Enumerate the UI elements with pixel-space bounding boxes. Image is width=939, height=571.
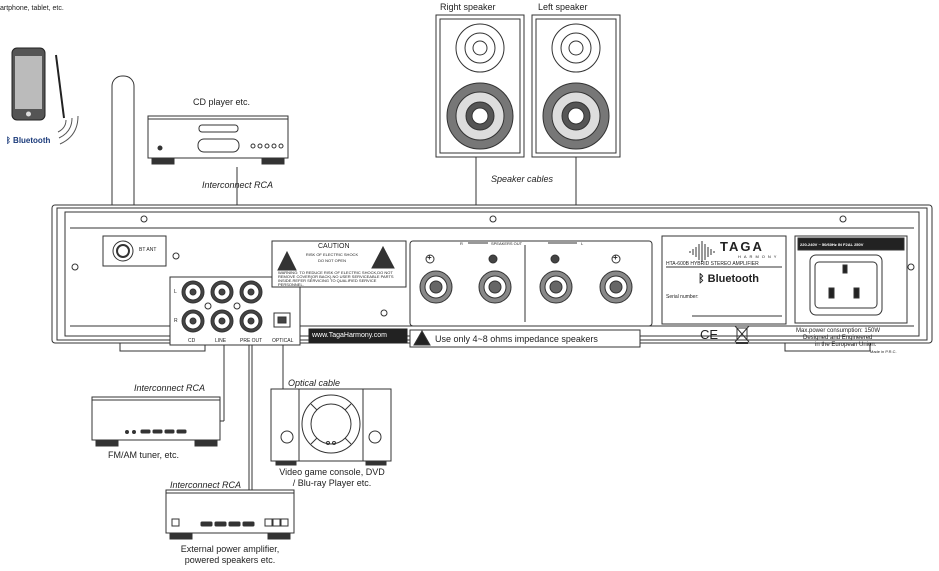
cd-player-icon (147, 115, 289, 165)
bluetooth-badge: ᛒ Bluetooth (6, 136, 50, 146)
right-speaker-label: Right speaker (440, 2, 496, 12)
right-speaker-icon (435, 14, 525, 158)
brand-name: TAGA (720, 239, 764, 254)
left-speaker-label: Left speaker (538, 2, 588, 12)
speakers-out-r: R (460, 241, 463, 246)
ext-amp-label-line2: powered speakers etc. (184, 555, 276, 565)
optical-cable-label: Optical cable (288, 378, 341, 388)
caution-warning: WARNING: TO REDUCE RISK OF ELECTRIC SHOC… (278, 270, 394, 287)
console-label-line1: Video game console, DVD (279, 467, 385, 477)
speakers-out-title: SPEAKERS OUT (491, 241, 523, 246)
interconnect-rca-left-label: Interconnect RCA (134, 383, 206, 393)
caution-title: CAUTION (318, 243, 350, 250)
designed-line2: in the European Union. (815, 342, 877, 348)
smartphone-icon (11, 47, 65, 121)
ce-mark: CE (700, 327, 719, 342)
brand-sub: HARMONY (738, 254, 780, 259)
console-label-line2: / Blu-ray Player etc. (292, 478, 372, 488)
brand-bluetooth: ᛒ Bluetooth (698, 273, 759, 285)
taga-logo-icon (689, 241, 715, 262)
tuner-icon (91, 396, 221, 447)
rca-l-label: L (174, 289, 177, 295)
cd-player-label: CD player etc. (193, 97, 251, 107)
left-speaker-icon (531, 14, 621, 158)
ext-amp-label-line1: External power amplifier, (180, 544, 280, 554)
serial-number-label: Serial number: (666, 294, 699, 300)
designed-line1: Designed and Engineered (803, 335, 873, 341)
weee-bin-icon (734, 325, 750, 344)
model-label: HTA-600B HYBRID STEREO AMPLIFIER (666, 261, 759, 267)
game-console-icon (270, 388, 392, 466)
rca-line-label: LINE (215, 338, 227, 344)
speaker-cables-label: Speaker cables (491, 174, 554, 184)
interconnect-rca-top-label: Interconnect RCA (202, 180, 274, 190)
rca-r-label: R (174, 318, 178, 324)
power-rating: 220-240V ~ 50/60Hz IN F2AL 250V (800, 242, 864, 247)
interconnect-rca-bottom-label: Interconnect RCA (170, 480, 242, 490)
rca-pre-out-label: PRE OUT (240, 338, 263, 344)
website-label: www.TagaHarmony.com (312, 332, 387, 339)
terminal-plus-left: + (613, 253, 618, 262)
bluetooth-icon-brand: ᛒ (698, 273, 705, 285)
made-in-label: Made in P.R.C. (870, 349, 897, 354)
bluetooth-label: Bluetooth (13, 136, 51, 145)
brand-bluetooth-label: Bluetooth (707, 273, 759, 285)
caution-risk-line1: RISK OF ELECTRIC SHOCK (305, 252, 359, 257)
tuner-label: FM/AM tuner, etc. (108, 450, 180, 460)
speakers-out-l: L (581, 241, 584, 246)
rca-optical-label: OPTICAL (272, 338, 294, 344)
caution-risk-line2: DO NOT OPEN (318, 258, 346, 263)
speakers-out-panel (409, 240, 653, 327)
rca-cd-label: CD (188, 338, 196, 344)
device-caption: artphone, tablet, etc. (0, 5, 64, 12)
impedance-note: Use only 4~8 ohms impedance speakers (435, 334, 598, 344)
bt-ant-label: BT ANT (139, 247, 157, 253)
bluetooth-icon: ᛒ (6, 136, 11, 145)
terminal-plus-right: + (427, 253, 432, 262)
external-amplifier-icon (165, 489, 295, 540)
power-consumption: Max.power consumption: 150W (796, 328, 881, 334)
wireless-waves-icon (57, 115, 79, 145)
rca-input-panel (169, 276, 301, 346)
